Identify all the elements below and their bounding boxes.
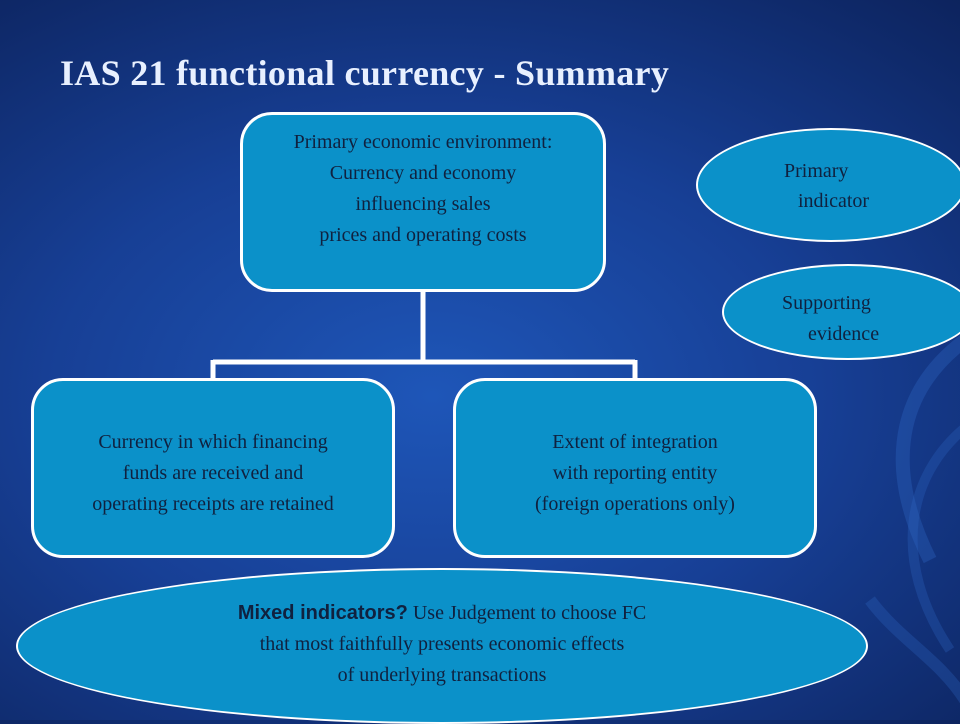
financing-currency-line-1: Currency in which financing [98, 430, 328, 453]
integration-extent-line-1: Extent of integration [552, 430, 718, 453]
mixed-indicators-line-3: of underlying transactions [337, 664, 547, 686]
financing-currency-line-3: operating receipts are retained [92, 492, 334, 515]
integration-extent-line-3: (foreign operations only) [535, 492, 735, 515]
mixed-indicators-lead: Mixed indicators? [237, 602, 408, 624]
primary-environment-box: Primary economic environment: Currency a… [240, 112, 606, 292]
primary-environment-line-4: prices and operating costs [319, 224, 527, 246]
supporting-evidence-line-1: Supporting [782, 292, 871, 314]
supporting-evidence-oval: Supporting evidence [722, 264, 960, 360]
primary-environment-line-2: Currency and economy [329, 162, 517, 184]
mixed-indicators-line-1: Mixed indicators? Use Judgement to choos… [238, 598, 646, 629]
primary-environment-line-3: influencing sales [355, 193, 491, 215]
mixed-indicators-oval: Mixed indicators? Use Judgement to choos… [16, 568, 868, 724]
financing-currency-line-2: funds are received and [122, 461, 304, 484]
primary-indicator-line-1: Primary [784, 160, 849, 182]
integration-extent-box: Extent of integration with reporting ent… [453, 378, 817, 558]
primary-indicator-line-2: indicator [798, 190, 870, 212]
primary-indicator-oval: Primary indicator [696, 128, 960, 242]
integration-extent-line-2: with reporting entity [552, 461, 718, 484]
financing-currency-box: Currency in which financing funds are re… [31, 378, 395, 558]
supporting-evidence-line-2: evidence [808, 323, 880, 345]
mixed-indicators-line-1-rest: Use Judgement to choose FC [407, 602, 647, 624]
slide-title: IAS 21 functional currency - Summary [60, 53, 670, 93]
primary-environment-line-1: Primary economic environment: [293, 131, 553, 153]
mixed-indicators-line-2: that most faithfully presents economic e… [259, 633, 625, 655]
